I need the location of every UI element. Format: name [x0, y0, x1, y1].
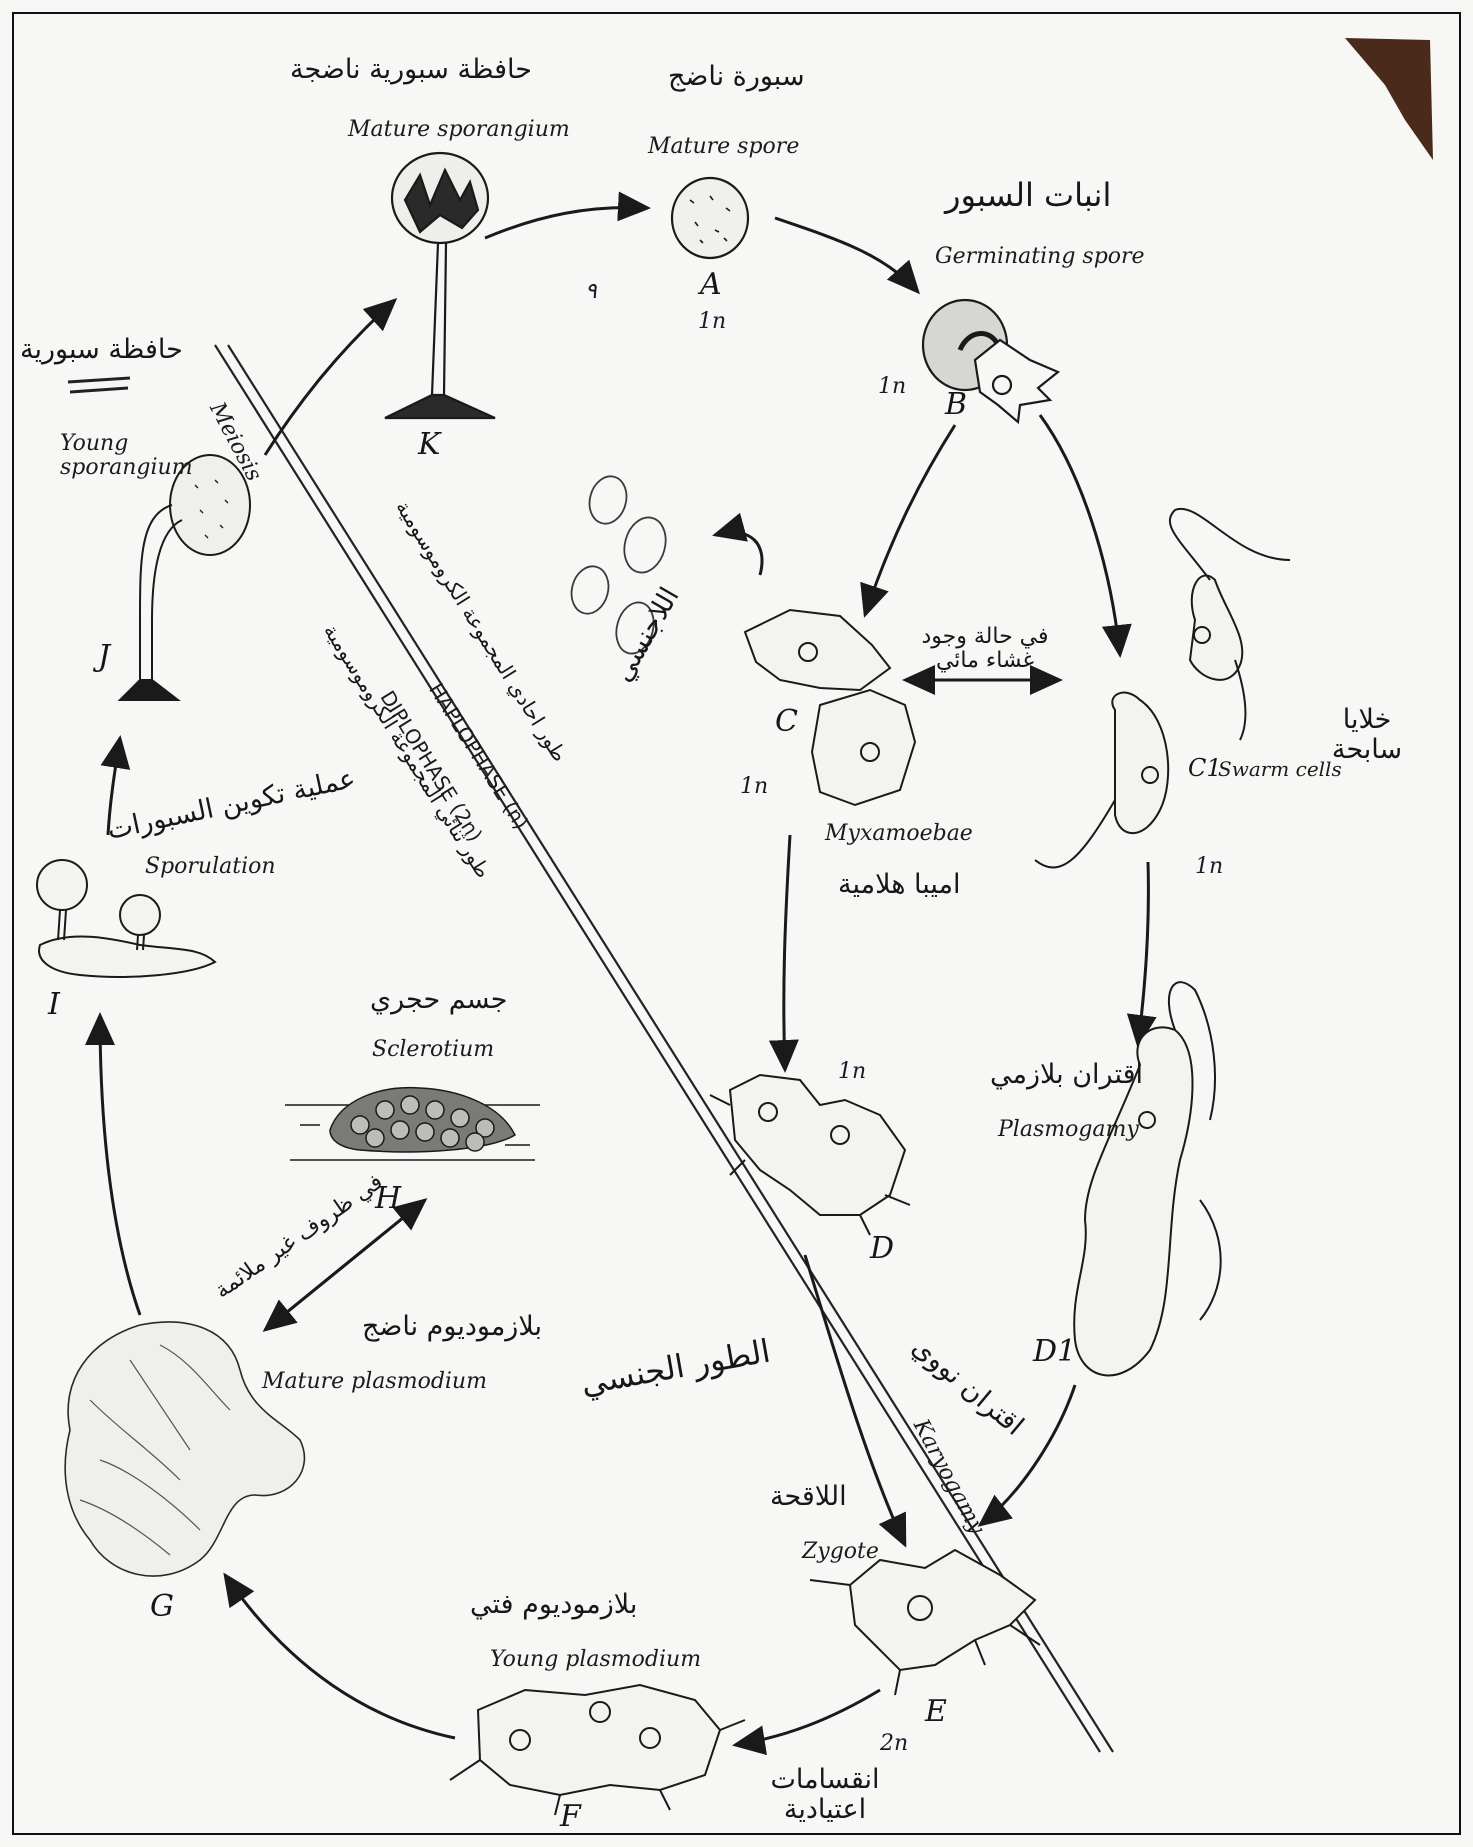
stage-f-young-plasmodium: [450, 1685, 745, 1815]
label-sclerotium-ar: جسم حجري: [370, 985, 507, 1015]
letter-i: I: [48, 988, 60, 1021]
label-germinating-spore-ar: انبات السبور: [945, 178, 1111, 213]
label-water-condition: في حالة وجود غشاء مائي: [905, 625, 1065, 673]
stage-g-mature-plasmodium: [65, 1322, 304, 1576]
ploidy-d: 1n: [838, 1060, 866, 1084]
arrow-c1-to-d1: [1138, 862, 1148, 1045]
label-mature-spore-en: Mature spore: [648, 135, 799, 159]
arrow-a-to-b: [775, 218, 918, 292]
arrow-c-to-d: [784, 835, 790, 1070]
label-mature-plasmodium-ar: بلازموديوم ناضج: [362, 1312, 542, 1342]
letter-a: A: [700, 268, 722, 301]
label-zygote-en: Zygote: [802, 1540, 879, 1564]
ploidy-c: 1n: [740, 775, 768, 799]
arrow-c-encyst: [715, 532, 762, 575]
arrow-f-to-g: [225, 1575, 455, 1738]
arrow-j-to-k: [265, 300, 395, 455]
arrow-g-to-i: [100, 1015, 140, 1315]
label-myxamoebae-en: Myxamoebae: [825, 822, 973, 846]
stage-j-young-sporangium: [120, 455, 250, 700]
label-mature-sporangium-en: Mature sporangium: [348, 118, 570, 142]
label-mature-spore-ar: سبورة ناضج: [668, 62, 805, 92]
label-zygote-ar: اللاقحة: [770, 1482, 847, 1512]
label-germinating-spore-en: Germinating spore: [935, 245, 1145, 269]
label-young-plasmodium-ar: بلازموديوم فتي: [470, 1590, 637, 1620]
letter-d1: D1: [1033, 1335, 1076, 1368]
ploidy-c1: 1n: [1195, 855, 1223, 879]
label-mature-plasmodium-en: Mature plasmodium: [262, 1370, 487, 1394]
label-swarm-cells-ar: خلايا سابحة: [1312, 705, 1422, 764]
letter-f: F: [560, 1800, 581, 1833]
label-sporulation-en: Sporulation: [145, 855, 276, 879]
letter-b: B: [945, 388, 967, 421]
label-young-sporangium-en: Young sporangium: [60, 432, 200, 480]
letter-e: E: [925, 1695, 947, 1728]
arrow-k-to-a: [485, 207, 648, 238]
letter-c1: C1: [1188, 755, 1222, 781]
stage-c-myxamoebae: [745, 610, 915, 805]
stage-c1-swarm-cells: [1035, 509, 1290, 868]
label-plasmogamy-en: Plasmogamy: [998, 1118, 1139, 1142]
ploidy-e: 2n: [880, 1732, 908, 1756]
phase-divider-lines: [215, 345, 1113, 1752]
arrow-b-to-c: [865, 425, 955, 615]
letter-c: C: [775, 705, 798, 738]
label-sclerotium-en: Sclerotium: [372, 1038, 494, 1062]
stage-e-zygote: [810, 1550, 1040, 1695]
ploidy-b: 1n: [878, 375, 906, 399]
arrow-b-to-c1: [1040, 415, 1120, 655]
label-young-plasmodium-en: Young plasmodium: [490, 1648, 701, 1672]
letter-j: J: [98, 640, 110, 673]
label-young-sporangium-ar: حافظة سبورية: [20, 335, 183, 365]
label-plasmogamy-ar: اقتران بلازمي: [990, 1060, 1143, 1090]
stage-h-sclerotium: [285, 1088, 540, 1160]
stage-b-germinating-spore: [923, 300, 1058, 422]
corner-shadow: [1345, 38, 1433, 160]
letter-k: K: [418, 428, 440, 461]
stage-k-mature-sporangium: [385, 153, 495, 418]
label-mature-sporangium-ar: حافظة سبورية ناضجة: [290, 55, 532, 85]
label-small-mark: ٩: [585, 280, 597, 304]
label-underline: [68, 378, 130, 392]
stage-a-mature-spore: [672, 178, 748, 258]
stage-d-pairing-amoebae: [710, 1075, 910, 1235]
label-divisions: انقسامات اعتيادية: [770, 1765, 880, 1824]
stage-d1-plasmogamy: [1074, 982, 1220, 1375]
arrow-e-to-f: [735, 1690, 880, 1745]
letter-d: D: [870, 1232, 894, 1265]
letter-g: G: [150, 1590, 174, 1623]
label-myxamoebae-ar: اميبا هلامية: [838, 870, 961, 900]
ploidy-a: 1n: [698, 310, 726, 334]
